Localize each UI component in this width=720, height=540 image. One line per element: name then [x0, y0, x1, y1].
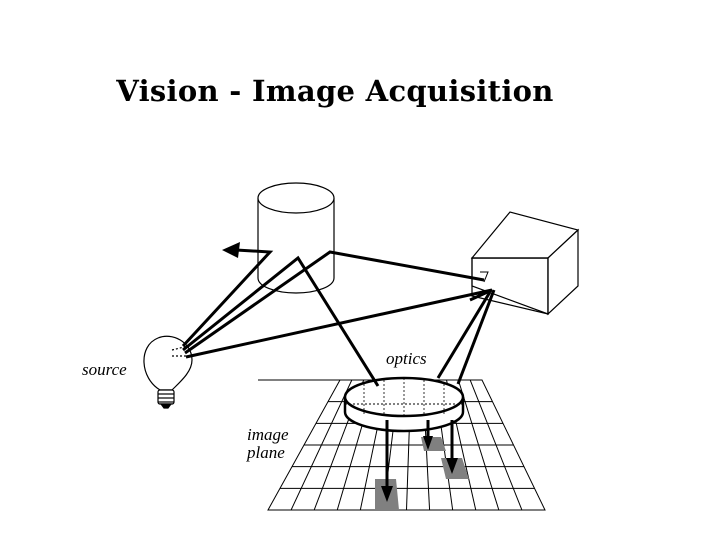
- shaded-pixels: [375, 437, 469, 510]
- cube-front-face: [471, 257, 549, 315]
- ray-to-lens-via-cylinder: [182, 255, 380, 387]
- ray-reflect-left: [181, 248, 274, 348]
- slide-title: Vision - Image Acquisition: [116, 74, 554, 108]
- label-image-plane-line2: plane: [247, 443, 285, 462]
- cylinder-object: [257, 182, 335, 294]
- arrowhead-plane-left: [381, 486, 393, 502]
- label-optics: optics: [386, 349, 427, 368]
- ray-cube-to-lens-right: [456, 289, 496, 385]
- bulb-glass: [143, 335, 193, 391]
- arrowhead-plane-mid: [423, 436, 433, 450]
- arrowhead-plane-right: [446, 458, 458, 474]
- arrow-heads: [222, 242, 458, 502]
- cube-marker: [480, 271, 489, 283]
- label-image-plane-line1: image: [247, 425, 289, 444]
- light-rays: [181, 248, 496, 490]
- ray-cube-to-lens-left: [436, 291, 492, 379]
- cube-object: [470, 211, 580, 316]
- label-source: source: [82, 360, 127, 379]
- cylinder-top: [257, 182, 335, 214]
- ray-source-to-cube: [185, 288, 493, 359]
- cylinder-body: [257, 198, 335, 294]
- arrowhead-left-reflection: [222, 242, 240, 258]
- lens: [343, 376, 465, 433]
- ray-cylinder-to-cube: [184, 250, 485, 355]
